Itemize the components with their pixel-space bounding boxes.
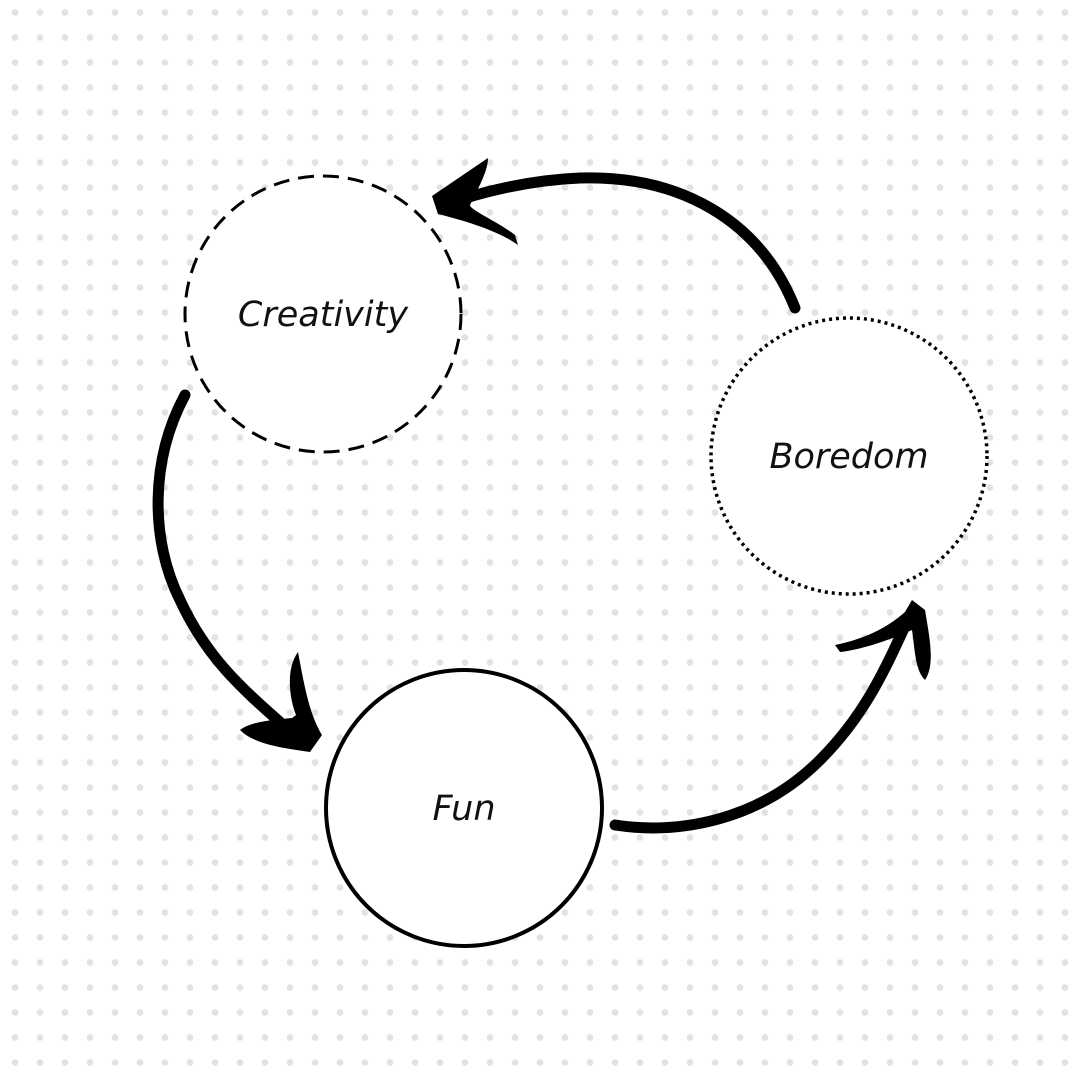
- creativity-node: [183, 174, 463, 454]
- arrow-creativity-to-fun: [152, 389, 322, 752]
- creativity-label: Creativity: [237, 295, 409, 335]
- fun-node: [324, 668, 604, 948]
- arrow-fun-to-boredom: [609, 600, 931, 834]
- boredom-label: Boredom: [769, 437, 929, 477]
- boredom-node: [709, 316, 989, 596]
- fun-label: Fun: [432, 789, 496, 829]
- arrow-boredom-to-creativity: [432, 158, 801, 314]
